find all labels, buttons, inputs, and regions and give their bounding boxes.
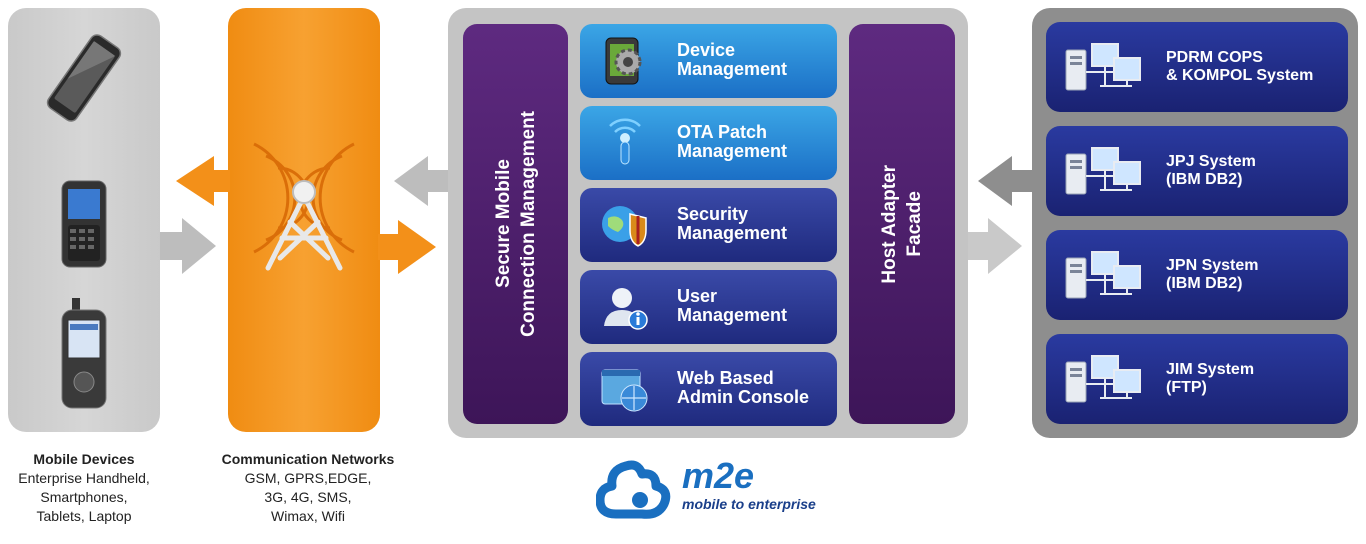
module-line1: User <box>677 286 718 306</box>
mobile-device-images <box>46 34 122 409</box>
user-info-icon <box>604 288 648 330</box>
mobile-devices-panel <box>8 8 160 432</box>
secure-bar-line2: Connection Management <box>517 111 539 337</box>
antenna-icon <box>609 118 641 165</box>
module-ota-patch-management: OTA Patch Management <box>580 106 837 180</box>
system-line2: (IBM DB2) <box>1166 275 1243 292</box>
handheld-pda-icon <box>61 180 107 268</box>
smartphone-icon <box>46 34 122 122</box>
module-user-management: User Management <box>580 270 837 344</box>
caption-line: Smartphones, <box>40 489 128 505</box>
caption-line: Enterprise Handheld, <box>18 470 150 486</box>
arrow-left-systems <box>978 156 1032 206</box>
caption-title: Mobile Devices <box>33 451 135 467</box>
system-jpn: JPN System (IBM DB2) <box>1046 230 1348 320</box>
gear-phone-icon <box>605 37 642 85</box>
arrow-right-orange <box>378 220 436 274</box>
caption-line: Wimax, Wifi <box>271 508 345 524</box>
system-line2: (IBM DB2) <box>1166 171 1243 188</box>
module-line2: Management <box>677 305 788 325</box>
logo-name: m2e <box>682 455 755 496</box>
mobile-devices-caption: Mobile Devices Enterprise Handheld, Smar… <box>0 450 168 526</box>
secure-connection-bar: Secure Mobile Connection Management <box>463 24 568 424</box>
tower-icon <box>253 142 355 271</box>
system-line2: (FTP) <box>1166 379 1207 396</box>
globe-shield-icon <box>602 206 647 247</box>
caption-title: Communication Networks <box>221 451 395 467</box>
system-line1: JPJ System <box>1166 153 1256 170</box>
host-bar-line2: Facade <box>904 191 925 257</box>
arrow-left-platform <box>394 156 448 206</box>
module-line2: Management <box>677 223 788 243</box>
computer-network-icon <box>1065 147 1141 195</box>
module-line1: Security <box>677 204 749 224</box>
caption-line: 3G, 4G, SMS, <box>264 489 352 505</box>
system-line2: & KOMPOL System <box>1166 67 1314 84</box>
m2e-logo: m2e mobile to enterprise <box>596 456 836 528</box>
system-line1: JPN System <box>1166 257 1259 274</box>
module-device-management: Device Management <box>580 24 837 98</box>
module-line1: OTA Patch <box>677 122 768 142</box>
web-console-icon <box>601 369 648 412</box>
module-line1: Device <box>677 40 736 60</box>
communication-networks-caption: Communication Networks GSM, GPRS,EDGE, 3… <box>208 450 408 526</box>
module-web-admin-console: Web Based Admin Console <box>580 352 837 426</box>
communication-networks-panel <box>228 8 380 432</box>
cloud-logo-icon <box>596 460 671 519</box>
module-line2: Management <box>677 59 788 79</box>
host-bar-line1: Host Adapter <box>879 164 900 284</box>
system-pdrm-cops: PDRM COPS & KOMPOL System <box>1046 22 1348 112</box>
arrow-right-devices <box>160 218 216 274</box>
caption-line: GSM, GPRS,EDGE, <box>244 470 372 486</box>
logo-tagline: mobile to enterprise <box>682 496 816 512</box>
system-jim: JIM System (FTP) <box>1046 334 1348 424</box>
arrow-left-orange <box>176 156 230 206</box>
secure-bar-line1: Secure Mobile <box>492 159 514 289</box>
system-line1: PDRM COPS <box>1166 49 1263 66</box>
module-line2: Admin Console <box>677 387 810 407</box>
module-line2: Management <box>677 141 788 161</box>
module-line1: Web Based <box>677 368 774 388</box>
host-adapter-bar: Host Adapter Facade <box>849 24 955 424</box>
computer-network-icon <box>1065 251 1141 299</box>
computer-network-icon <box>1065 43 1141 91</box>
caption-line: Tablets, Laptop <box>36 508 132 524</box>
system-jpj: JPJ System (IBM DB2) <box>1046 126 1348 216</box>
computer-network-icon <box>1065 355 1141 403</box>
module-security-management: Security Management <box>580 188 837 262</box>
rugged-handheld-icon <box>61 298 107 409</box>
arrow-right-systems <box>968 218 1022 274</box>
system-line1: JIM System <box>1166 361 1255 378</box>
